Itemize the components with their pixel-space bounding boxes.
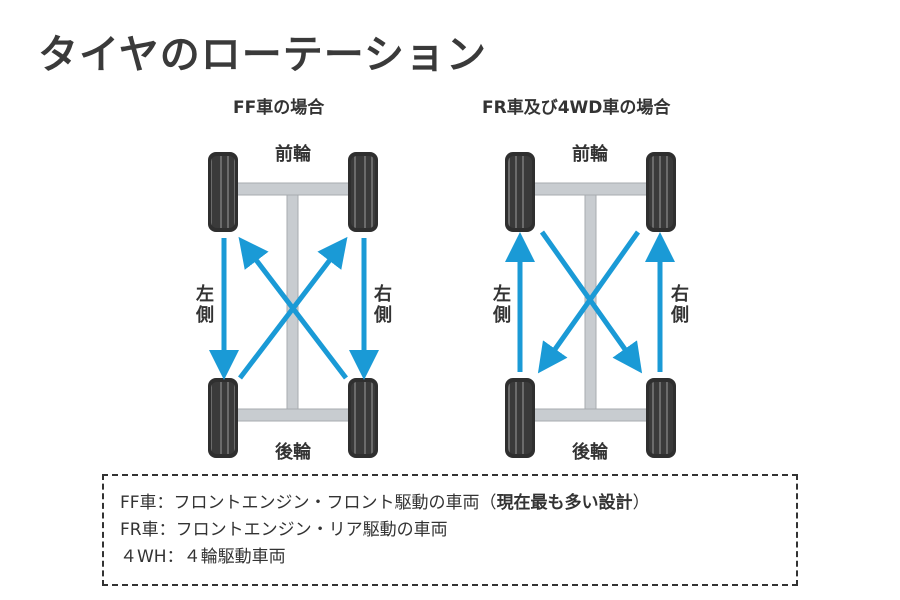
ff-front-label: 前輪 [275,143,312,165]
fr-rear-label: 後輪 [572,441,609,463]
ff-front-axle [235,182,351,196]
fr-right-label-2: 側 [670,304,689,326]
ff-rear-right-tire [348,378,378,458]
page-title: タイヤのローテーション [38,32,487,78]
note-fr: FR車：フロントエンジン・リア駆動の車両 [120,520,448,540]
fr-front-right-to-rear-left-arrow [537,230,641,374]
note-4wd: ４WH：４輪駆動車両 [120,547,286,567]
fr-rear-left-tire [505,378,535,458]
ff-right-label-1: 右 [374,283,392,305]
note-ff-bold: 現在最も多い設計 [496,493,633,513]
ff-rear-axle [235,408,351,422]
ff-left-label-2: 側 [195,304,214,326]
note-ff-text: FF車：フロントエンジン・フロント駆動の車両（ [120,493,497,513]
ff-rear-left-tire [208,378,238,458]
fr-diagram: 前輪 後輪 左 側 右 側 [492,143,689,463]
ff-front-left-tire [208,152,238,232]
fr-rear-axle [533,408,649,422]
ff-rear-label: 後輪 [275,441,312,463]
fr-rear-right-tire [646,378,676,458]
fr-left-label-2: 側 [492,304,511,326]
fr-left-label-1: 左 [493,283,511,305]
fr-front-left-to-rear-right-arrow [539,230,643,374]
fr-front-left-tire [505,152,535,232]
fr-front-right-tire [646,152,676,232]
notes-box: FF車：フロントエンジン・フロント駆動の車両（現在最も多い設計） FR車：フロン… [102,474,798,586]
fr-front-axle [533,182,649,196]
fr-4wd-caption: FR車及び4WD車の場合 [482,98,671,118]
ff-diagram: 前輪 後輪 左 側 右 側 [195,143,392,463]
ff-rear-right-to-front-left-arrow [238,236,348,380]
ff-left-label-1: 左 [196,283,214,305]
fr-right-label-1: 右 [671,283,689,305]
fr-front-label: 前輪 [572,143,609,165]
ff-front-right-tire [348,152,378,232]
ff-right-label-2: 側 [373,304,392,326]
note-ff: FF車：フロントエンジン・フロント駆動の車両（現在最も多い設計） [120,490,796,517]
ff-caption: FF車の場合 [233,98,325,118]
ff-rear-left-to-front-right-arrow [238,236,348,380]
note-ff-end: ） [632,493,650,513]
